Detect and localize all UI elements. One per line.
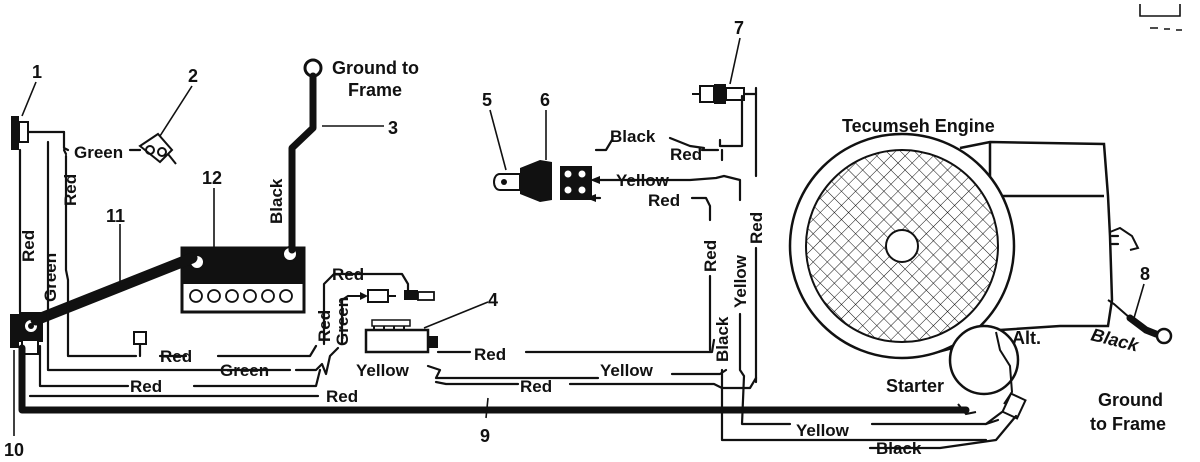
label-black-v-mid: Black xyxy=(713,316,732,362)
callout-11: 11 xyxy=(106,206,125,226)
component-1-switch xyxy=(11,116,66,150)
component-12-battery xyxy=(180,246,306,314)
label-red-6: Red xyxy=(670,145,702,164)
component-6-ignition xyxy=(520,160,592,202)
engine xyxy=(788,132,1140,420)
label-red-v-right: Red xyxy=(747,212,766,244)
label-red-reg-top: Red xyxy=(332,265,364,284)
callout-7: 7 xyxy=(734,18,744,38)
label-ground-top-1: Ground to xyxy=(332,58,419,78)
callout-1: 1 xyxy=(32,62,42,82)
plug-connectors xyxy=(348,289,435,303)
label-red-reg-v: Red xyxy=(315,310,334,342)
label-red-v-mid: Red xyxy=(701,240,720,272)
component-2-connector xyxy=(138,132,177,165)
label-yellow-row2b: Yellow xyxy=(600,361,654,380)
label-red-left-v1: Red xyxy=(19,230,38,262)
callout-2: 2 xyxy=(188,66,198,86)
component-5-key xyxy=(493,173,521,191)
label-green-left-v: Green xyxy=(41,253,60,302)
vertical-labels: Red Red Green Black Green Red Red Yellow… xyxy=(19,174,766,362)
label-red-row3b: Red xyxy=(520,377,552,396)
label-red-row1-right: Red xyxy=(474,345,506,364)
callout-4: 4 xyxy=(488,290,498,310)
cable-3-ground xyxy=(288,58,323,254)
callout-6: 6 xyxy=(540,90,550,110)
callout-8: 8 xyxy=(1140,264,1150,284)
junctions xyxy=(586,176,600,202)
label-starter: Starter xyxy=(886,376,944,396)
label-ground-right-2: to Frame xyxy=(1090,414,1166,434)
callout-12: 12 xyxy=(202,168,222,188)
component-7-sensor xyxy=(692,84,745,104)
wires xyxy=(18,86,1018,450)
label-alt: Alt. xyxy=(1012,328,1041,348)
label-yellow-v-mid: Yellow xyxy=(731,254,750,308)
label-yellow-6: Yellow xyxy=(616,171,670,190)
callout-3: 3 xyxy=(388,118,398,138)
label-yellow-bottom: Yellow xyxy=(796,421,850,440)
cable-11-battery xyxy=(30,252,198,326)
callout-9: 9 xyxy=(480,426,490,446)
cable-8-ground xyxy=(1107,299,1173,345)
label-green-row2: Green xyxy=(220,361,269,380)
label-red-row1-left: Red xyxy=(160,347,192,366)
cable-9-main xyxy=(18,344,970,414)
label-black-8: Black xyxy=(1089,324,1141,355)
label-red-left-v2: Red xyxy=(61,174,80,206)
label-yellow-row2: Yellow xyxy=(356,361,410,380)
label-red-6b: Red xyxy=(648,191,680,210)
label-black-bottom: Black xyxy=(876,439,922,458)
label-green-reg-v: Green xyxy=(333,297,352,346)
callout-5: 5 xyxy=(482,90,492,110)
label-green-2: Green xyxy=(74,143,123,162)
label-red-row4: Red xyxy=(326,387,358,406)
label-black-6: Black xyxy=(610,127,656,146)
component-4-regulator xyxy=(364,319,438,354)
label-ground-right-1: Ground xyxy=(1098,390,1163,410)
label-engine-title: Tecumseh Engine xyxy=(842,116,995,136)
callout-10: 10 xyxy=(4,440,24,460)
corner-mark xyxy=(1139,4,1182,31)
leader-lines xyxy=(13,37,1145,436)
label-red-row3: Red xyxy=(130,377,162,396)
callout-numbers: 1 2 3 4 5 6 7 8 9 10 11 12 xyxy=(4,18,1150,460)
label-black-cable: Black xyxy=(267,178,286,224)
label-ground-top-2: Frame xyxy=(348,80,402,100)
